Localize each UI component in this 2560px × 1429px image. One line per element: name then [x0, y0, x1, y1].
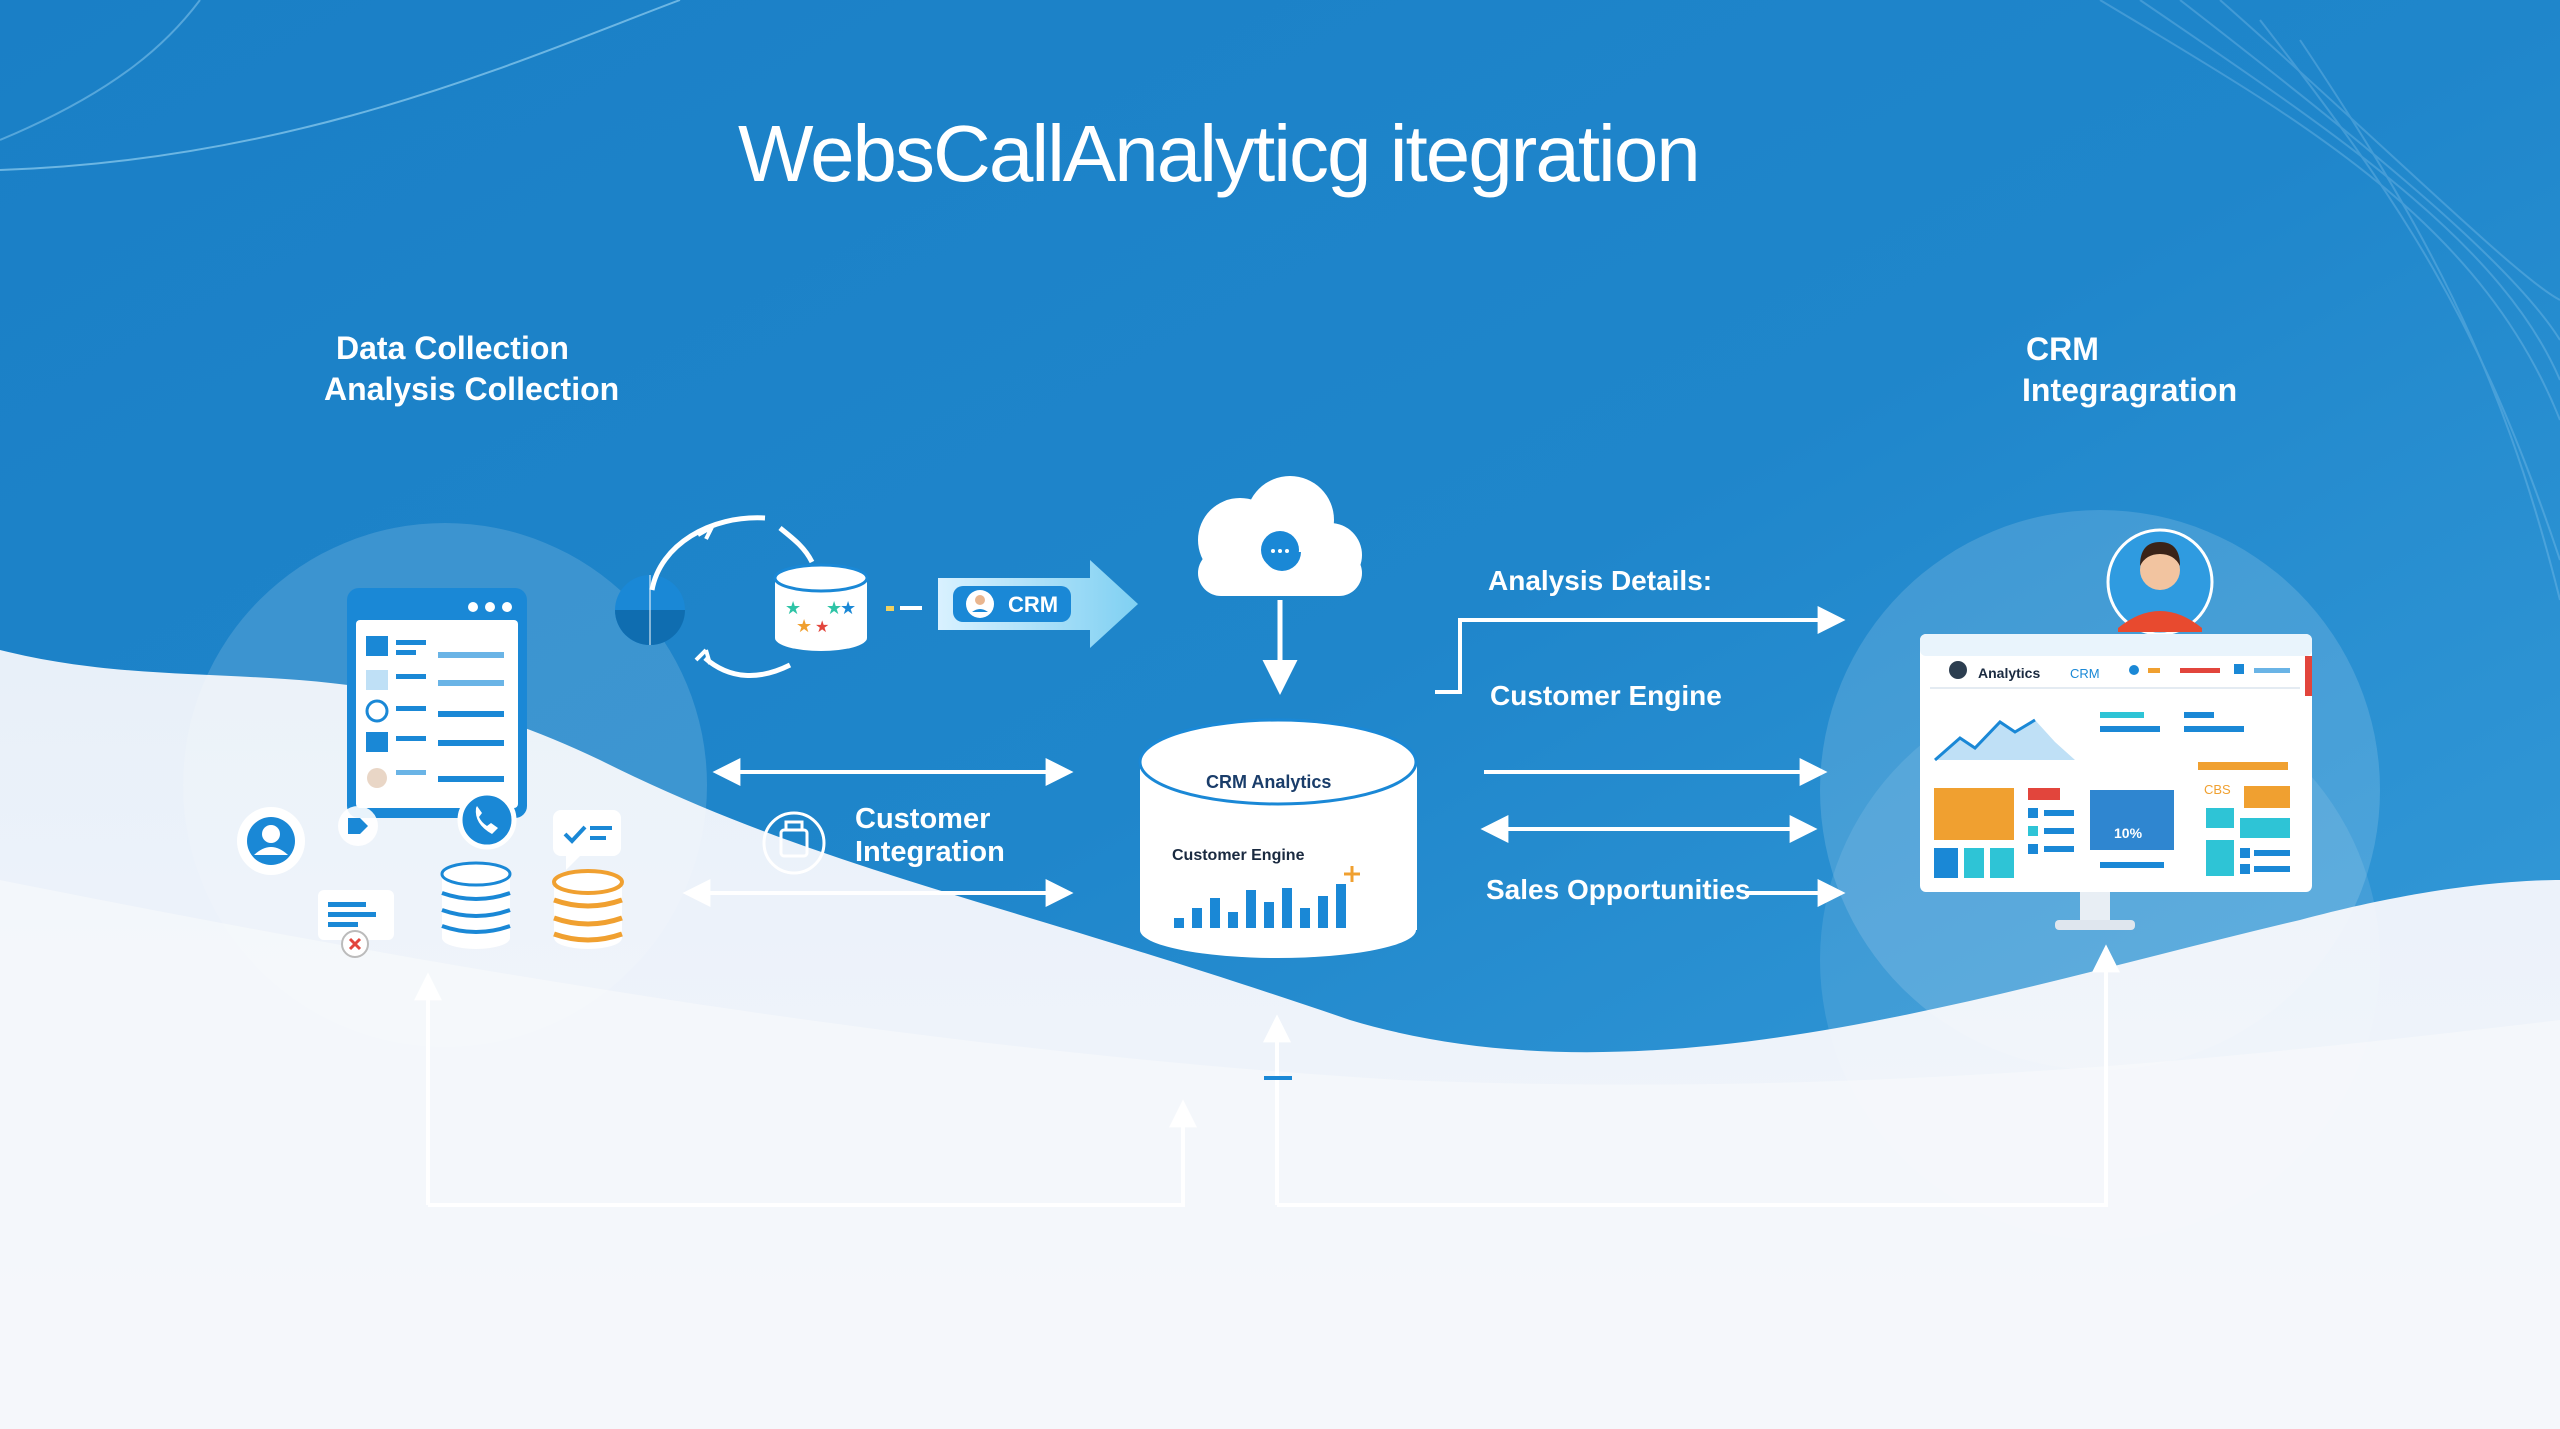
dash-crm-label: CRM	[2070, 666, 2100, 681]
dash-analytics-label: Analytics	[1978, 665, 2040, 681]
globe-icon	[615, 575, 685, 645]
small-dash-marker	[1264, 1076, 1292, 1080]
person-avatar-icon	[2106, 528, 2214, 636]
dash-percent-label: 10%	[2114, 825, 2143, 841]
svg-text:★: ★	[796, 616, 812, 637]
cycle-arrows-icon	[649, 515, 815, 678]
document-icon	[318, 890, 394, 958]
left-section-line2: Analysis Collection	[324, 371, 620, 407]
customer-integration-line1: Customer	[855, 803, 991, 835]
connector-dash	[886, 606, 922, 611]
flow-label-sales-opportunities: Sales Opportunities	[1486, 874, 1751, 905]
decor-curve-top-left	[0, 0, 681, 171]
decor-lines-right	[2099, 0, 2560, 601]
crm-tag-label: CRM	[1008, 592, 1058, 617]
arrow-analysis-details	[1435, 606, 1846, 694]
left-section-line1: Data Collection	[336, 330, 569, 366]
user-icon	[237, 807, 305, 875]
svg-text:★: ★	[840, 598, 856, 619]
chat-check-icon	[553, 810, 621, 870]
svg-text:★: ★	[815, 617, 829, 636]
db-inner-label: Customer Engine	[1172, 847, 1305, 864]
decor-curve-top-left-2	[0, 0, 201, 141]
flow-label-customer-engine: Customer Engine	[1490, 680, 1722, 711]
customer-integration-line2: Integration	[855, 836, 1005, 868]
small-tag-icon	[338, 806, 378, 846]
flow-label-analysis-details: Analysis Details:	[1488, 565, 1713, 596]
db-bar-chart	[1174, 884, 1346, 928]
svg-text:★: ★	[785, 598, 801, 619]
cloud-icon	[1198, 476, 1362, 596]
database-rating-icon: ★ ★ ★ ★ ★	[773, 563, 869, 651]
browser-form-icon	[347, 588, 527, 818]
monitor-icon	[1920, 634, 2312, 930]
handshake-icon	[762, 811, 826, 875]
bottom-connectors	[414, 944, 2120, 1207]
db-top-label: CRM Analytics	[1206, 772, 1331, 792]
wave-light-area-2	[0, 880, 2560, 1429]
phone-icon	[457, 790, 517, 850]
database-icon	[440, 861, 512, 949]
page-title: WebsCallAnalyticg itegration	[738, 109, 1701, 198]
dash-cbs-label: CBS	[2204, 782, 2231, 797]
svg-text:★: ★	[826, 598, 842, 619]
database-icon-orange	[552, 869, 624, 949]
plus-icon	[1344, 866, 1360, 882]
right-section-line1: CRM	[2026, 331, 2099, 367]
crm-tag-arrow	[938, 560, 1138, 648]
right-section-line2: Integragration	[2022, 372, 2238, 408]
crm-analytics-database	[1138, 718, 1418, 958]
